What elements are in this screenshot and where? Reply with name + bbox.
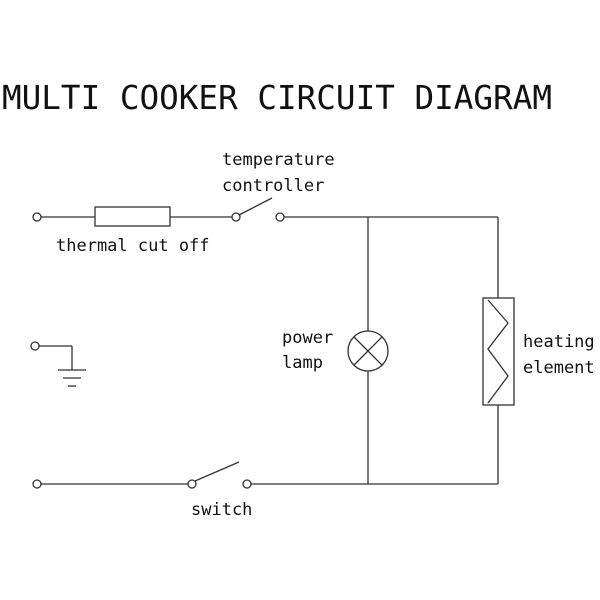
heating-element (482, 297, 515, 406)
bottom-input-terminal (32, 479, 42, 489)
temperature-controller-label-line1: temperature (222, 150, 335, 170)
power-lamp-label-line1: power (282, 328, 333, 348)
diagram-title: MULTI COOKER CIRCUIT DIAGRAM (2, 78, 552, 117)
switch-label: switch (191, 500, 252, 520)
heating-element-label-line1: heating (523, 332, 595, 352)
power-lamp (347, 330, 389, 372)
power-lamp-label-line2: lamp (282, 353, 323, 373)
top-input-terminal (32, 212, 42, 222)
heating-element-label-line2: element (523, 358, 595, 378)
temperature-controller-label-line2: controller (222, 176, 324, 196)
thermal-cut-off-fuse (94, 206, 171, 227)
temperature-controller-switch (231, 197, 285, 222)
thermal-cut-off-label: thermal cut off (56, 236, 210, 256)
main-switch (187, 461, 252, 489)
ground-symbol (30, 341, 86, 387)
